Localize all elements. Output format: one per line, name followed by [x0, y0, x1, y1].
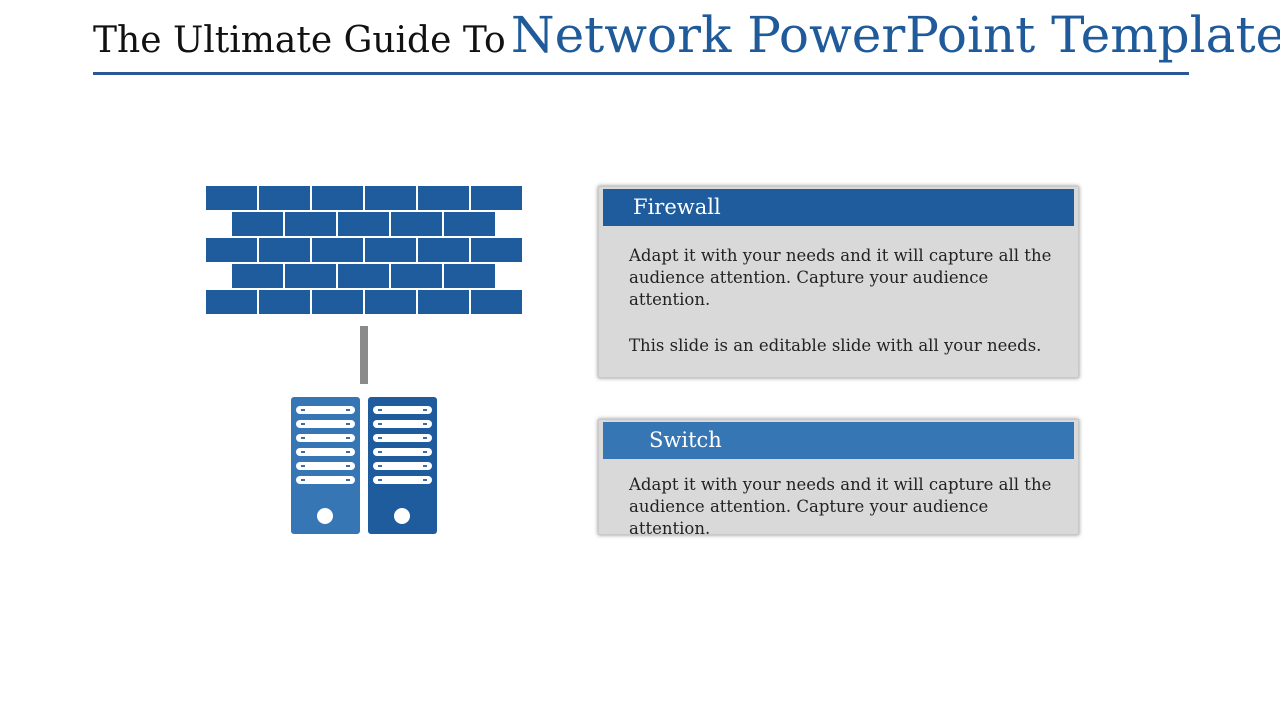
- firewall-card-body: Adapt it with your needs and it will cap…: [629, 245, 1058, 381]
- brick: [259, 238, 310, 262]
- server-drive-slot: [373, 434, 432, 442]
- brick: [391, 264, 442, 288]
- brick: [444, 264, 495, 288]
- switch-card-title: Switch: [649, 428, 722, 452]
- switch-card-body: Adapt it with your needs and it will cap…: [629, 474, 1058, 564]
- server-drive-slot: [373, 476, 432, 484]
- firewall-card-header: Firewall: [603, 189, 1074, 226]
- brick: [471, 238, 522, 262]
- server-drive-slot: [296, 406, 355, 414]
- firewall-card-paragraph-1: Adapt it with your needs and it will cap…: [629, 246, 1052, 309]
- brick: [206, 290, 257, 314]
- brick: [312, 290, 363, 314]
- title-prefix: The Ultimate Guide To: [93, 20, 506, 61]
- server-power-light: [394, 508, 410, 524]
- server-left-icon: [291, 397, 360, 534]
- firewall-card-title: Firewall: [633, 195, 721, 219]
- brick: [285, 264, 336, 288]
- firewall-card-paragraph-2: This slide is an editable slide with all…: [629, 336, 1042, 355]
- server-drive-slot: [373, 406, 432, 414]
- brick: [259, 186, 310, 210]
- server-drive-slot: [373, 448, 432, 456]
- brick: [418, 290, 469, 314]
- brick: [259, 290, 310, 314]
- brick: [338, 212, 389, 236]
- brick: [232, 264, 283, 288]
- brick: [471, 290, 522, 314]
- server-drive-slot: [296, 420, 355, 428]
- server-right-icon: [368, 397, 437, 534]
- switch-card: Switch Adapt it with your needs and it w…: [598, 419, 1079, 538]
- brick: [418, 238, 469, 262]
- brick: [471, 186, 522, 210]
- server-drive-slot: [296, 448, 355, 456]
- server-power-light: [317, 508, 333, 524]
- title-underline: [93, 72, 1189, 75]
- title-highlight: Network PowerPoint Template: [510, 6, 1280, 64]
- brick: [312, 238, 363, 262]
- slide-title: The Ultimate Guide To Network PowerPoint…: [93, 6, 1280, 64]
- brick: [206, 238, 257, 262]
- brick: [391, 212, 442, 236]
- brick: [365, 186, 416, 210]
- brick: [285, 212, 336, 236]
- server-drive-slot: [296, 476, 355, 484]
- brick: [444, 212, 495, 236]
- brick: [338, 264, 389, 288]
- brick: [418, 186, 469, 210]
- brick: [365, 290, 416, 314]
- firewall-card: Firewall Adapt it with your needs and it…: [598, 186, 1079, 378]
- brick: [365, 238, 416, 262]
- switch-card-paragraph-1: Adapt it with your needs and it will cap…: [629, 475, 1052, 538]
- brick: [206, 186, 257, 210]
- brick: [312, 186, 363, 210]
- brick-wall-firewall-icon: [206, 186, 522, 314]
- connector-line: [360, 326, 368, 384]
- server-drive-slot: [373, 420, 432, 428]
- server-drive-slot: [373, 462, 432, 470]
- server-drive-slot: [296, 462, 355, 470]
- server-drive-slot: [296, 434, 355, 442]
- brick: [232, 212, 283, 236]
- switch-card-header: Switch: [603, 422, 1074, 459]
